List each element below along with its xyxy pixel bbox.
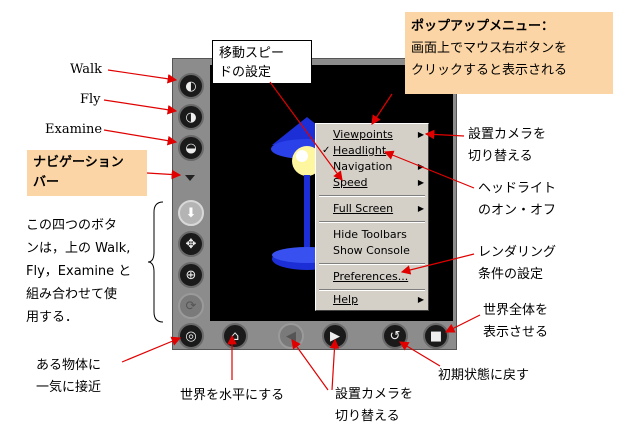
bulb-highlight (296, 150, 308, 162)
move-icon: ✥ (185, 236, 197, 252)
arrow-headlight (383, 150, 475, 189)
arrow-fit (444, 314, 481, 333)
seek-button[interactable]: ◎ (178, 323, 204, 349)
label-examine: Examine (45, 122, 103, 137)
walk-icon: ◐ (185, 78, 197, 94)
menu-separator (319, 289, 425, 291)
arrow-seek (121, 336, 182, 363)
label-fly: Fly (80, 92, 101, 107)
next-viewpoint-button[interactable]: ▶ (322, 323, 348, 349)
check-icon: ✓ (322, 145, 331, 156)
callout-line: クリックすると表示される (411, 63, 568, 78)
arrow-next-viewpoint (329, 338, 340, 391)
menu-item-full-screen[interactable]: Full Screen▶ (333, 202, 424, 215)
rotate-icon: ⊕ (185, 267, 197, 283)
roll-icon: ⟳ (185, 298, 197, 314)
callout-nav-line: バー (33, 175, 60, 190)
arrow-render (400, 253, 475, 275)
note-line: レンダリング (478, 245, 557, 260)
fly-button[interactable]: ◑ (178, 104, 204, 130)
note-line: 組み合わせて使 (26, 287, 118, 302)
submenu-arrow-icon: ▶ (417, 295, 424, 304)
label-walk: Walk (70, 62, 103, 77)
prev-viewpoint-button[interactable]: ◀ (278, 323, 304, 349)
arrow-fly (103, 99, 178, 115)
fit-button[interactable]: ■ (423, 323, 449, 349)
target-icon: ◎ (185, 328, 197, 344)
note-line: 条件の設定 (478, 267, 544, 282)
note-line: 移動スピー (219, 46, 285, 61)
note-line: ヘッドライト (478, 181, 557, 196)
note-line: 表示させる (483, 325, 549, 340)
render-right-note: レンダリング 条件の設定 (478, 242, 556, 286)
four-buttons-note: この四つのボタ ンは，上の Walk, Fly，Examine と 組み合わせて… (26, 214, 131, 329)
note-line: 用する． (26, 310, 79, 325)
popup-menu: Viewpoints▶ ✓Headlight Navigation▶ Speed… (315, 123, 429, 311)
restore-note: 初期状態に戻す (438, 368, 530, 383)
submenu-arrow-icon: ▶ (417, 130, 424, 139)
menu-item-preferences[interactable]: Preferences... (333, 270, 409, 283)
callout-line: 画面上でマウス右ボタンを (411, 41, 568, 56)
menu-item-viewpoints[interactable]: Viewpoints▶ (333, 128, 424, 141)
arrow-viewpoints (424, 129, 465, 140)
menu-separator (319, 221, 425, 223)
submenu-arrow-icon: ▶ (417, 178, 424, 187)
examine-button[interactable]: ◒ (178, 135, 204, 161)
note-line: 設置カメラを (335, 387, 414, 402)
menu-item-show-console[interactable]: Show Console (333, 244, 410, 257)
submenu-arrow-icon: ▶ (417, 204, 424, 213)
viewpoints-right-note: 設置カメラを 切り替える (468, 124, 546, 168)
seek-note: ある物体に 一気に接近 (36, 355, 101, 399)
headlight-right-note: ヘッドライト のオン・オフ (478, 178, 556, 222)
walk-button[interactable]: ◐ (178, 73, 204, 99)
arrow-prev-viewpoint (291, 339, 329, 391)
prev-icon: ◀ (286, 328, 296, 344)
examine-icon: ◒ (185, 140, 197, 156)
square-icon: ■ (429, 328, 443, 344)
menu-item-headlight[interactable]: ✓Headlight (322, 144, 387, 157)
note-line: のオン・オフ (478, 203, 557, 218)
lamp-stand (304, 175, 310, 253)
collapse-icon[interactable] (185, 175, 195, 181)
fit-note: 世界全体を 表示させる (483, 300, 548, 344)
bracket (148, 201, 164, 323)
speed-setting-box: 移動スピー ドの設定 (212, 40, 312, 84)
arrow-nav-bar (146, 169, 182, 180)
turn-button[interactable]: ⊕ (178, 262, 204, 288)
note-line: 設置カメラを (468, 127, 547, 142)
callout-popup-menu: ポップアップメニュー： 画面上でマウス右ボタンを クリックすると表示される (405, 12, 613, 94)
arrow-restore (398, 341, 441, 367)
note-line: 一気に接近 (36, 380, 102, 395)
note-line: 世界全体を (483, 303, 549, 318)
note-line: ドの設定 (219, 65, 272, 80)
straighten-note: 世界を水平にする (180, 388, 285, 403)
menu-separator (319, 263, 425, 265)
callout-navigation-bar: ナビゲーション バー (27, 150, 147, 196)
next-icon: ▶ (330, 328, 340, 344)
menu-item-help[interactable]: Help▶ (333, 293, 424, 306)
callout-title: ポップアップメニュー： (411, 19, 555, 34)
roll-button[interactable]: ⟳ (178, 293, 204, 319)
pan-button[interactable]: ✥ (178, 231, 204, 257)
slide-button[interactable]: ⬇ (178, 200, 204, 226)
arrow-examine (103, 129, 178, 146)
menu-separator (319, 195, 425, 197)
arrow-down-icon: ⬇ (185, 205, 197, 221)
callout-nav-line: ナビゲーション (33, 155, 124, 170)
menu-item-hide-toolbars[interactable]: Hide Toolbars (333, 228, 407, 241)
note-line: ある物体に (36, 358, 102, 373)
note-line: この四つのボタ (26, 218, 118, 233)
arrow-walk (107, 69, 178, 84)
arrow-speed (269, 81, 343, 181)
note-line: ンは，上の Walk, (26, 241, 131, 256)
arrow-popup (371, 93, 393, 125)
navigation-sidebar: ◐ ◑ ◒ ⬇ ✥ ⊕ ⟳ (175, 65, 208, 321)
fly-icon: ◑ (185, 109, 197, 125)
note-line: 切り替える (468, 149, 533, 164)
viewpoints-bottom-note: 設置カメラを 切り替える (335, 384, 413, 428)
note-line: Fly，Examine と (26, 264, 132, 279)
undo-icon: ↺ (389, 328, 401, 344)
note-line: 切り替える (335, 409, 400, 424)
